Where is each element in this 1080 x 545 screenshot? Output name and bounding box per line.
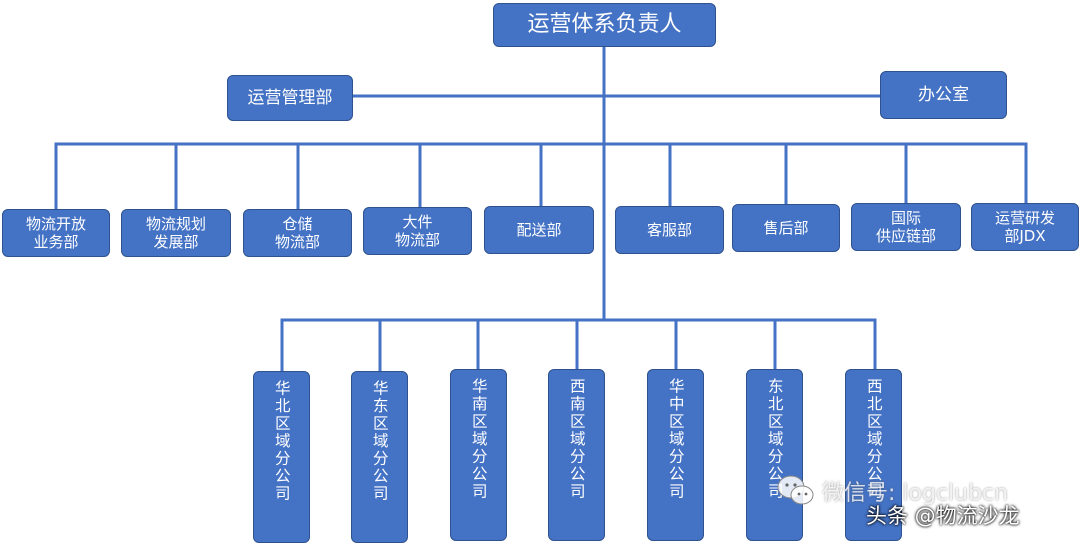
region-node: 东北区域分公司 [746, 369, 803, 541]
staff-node-operations-management: 运营管理部 [227, 75, 353, 121]
dept-node: 物流规划 发展部 [121, 209, 231, 257]
dept-node: 物流开放 业务部 [2, 209, 110, 257]
wechat-icon [776, 474, 816, 508]
root-node: 运营体系负责人 [493, 3, 716, 47]
region-node: 华中区域分公司 [647, 369, 704, 541]
wechat-watermark: 微信号: logclubcn [776, 474, 1008, 508]
region-node: 华北区域分公司 [253, 371, 310, 543]
region-node: 西北区域分公司 [845, 369, 902, 541]
toutiao-credit: 头条 @物流沙龙 [866, 504, 1020, 528]
dept-node: 客服部 [615, 206, 724, 254]
dept-node: 运营研发 部JDX [971, 203, 1079, 251]
wechat-id-text: 微信号: logclubcn [822, 481, 1009, 506]
dept-node: 大件 物流部 [363, 207, 472, 255]
dept-node: 售后部 [732, 204, 840, 252]
staff-node-office: 办公室 [880, 71, 1007, 119]
dept-node: 配送部 [484, 206, 594, 254]
dept-node: 国际 供应链部 [851, 203, 961, 251]
region-node: 西南区域分公司 [548, 369, 605, 541]
region-node: 华东区域分公司 [351, 371, 408, 543]
dept-node: 仓储 物流部 [243, 209, 352, 257]
region-node: 华南区域分公司 [450, 369, 507, 541]
